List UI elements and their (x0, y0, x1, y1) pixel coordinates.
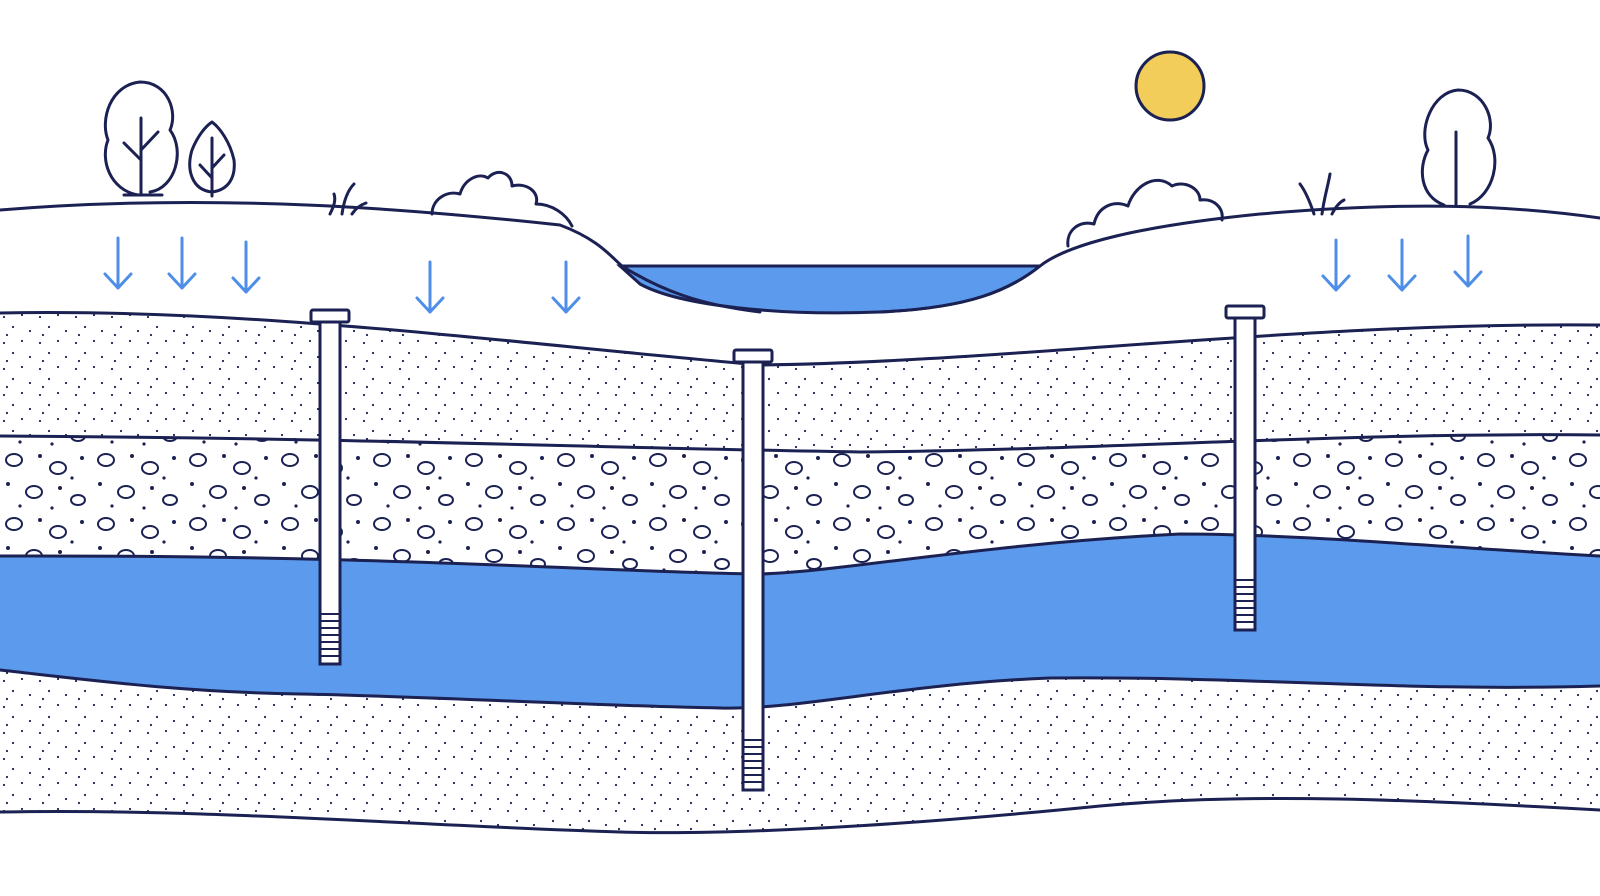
recharge-arrows (103, 234, 1483, 314)
sun-icon (1134, 50, 1206, 122)
down-arrow-icon (103, 236, 133, 290)
lower-sand-layer (0, 670, 1600, 833)
bush-icon (430, 170, 574, 228)
well-screen (320, 613, 340, 657)
layer-boundaries (0, 200, 1600, 835)
tree-icon (1420, 88, 1497, 208)
down-arrow-icon (167, 236, 197, 290)
right-well (1224, 304, 1266, 632)
aquifer-layer (0, 534, 1600, 709)
wells (309, 304, 1266, 792)
well-screen (1235, 579, 1255, 623)
bush-icon (1066, 179, 1224, 248)
down-arrow-icon (1453, 234, 1483, 288)
down-arrow-icon (1321, 238, 1351, 292)
tree-icon (188, 120, 236, 198)
left-well (309, 308, 351, 666)
grass-icon (328, 182, 368, 216)
gravel-layer (0, 434, 1600, 574)
down-arrow-icon (551, 260, 581, 314)
tree-icon (103, 80, 179, 197)
well-screen (743, 739, 763, 783)
down-arrow-icon (415, 260, 445, 314)
down-arrow-icon (1387, 238, 1417, 292)
fine-sand-layer (0, 312, 1600, 452)
lake (616, 264, 1045, 315)
down-arrow-icon (231, 240, 261, 294)
center-well (732, 348, 774, 792)
